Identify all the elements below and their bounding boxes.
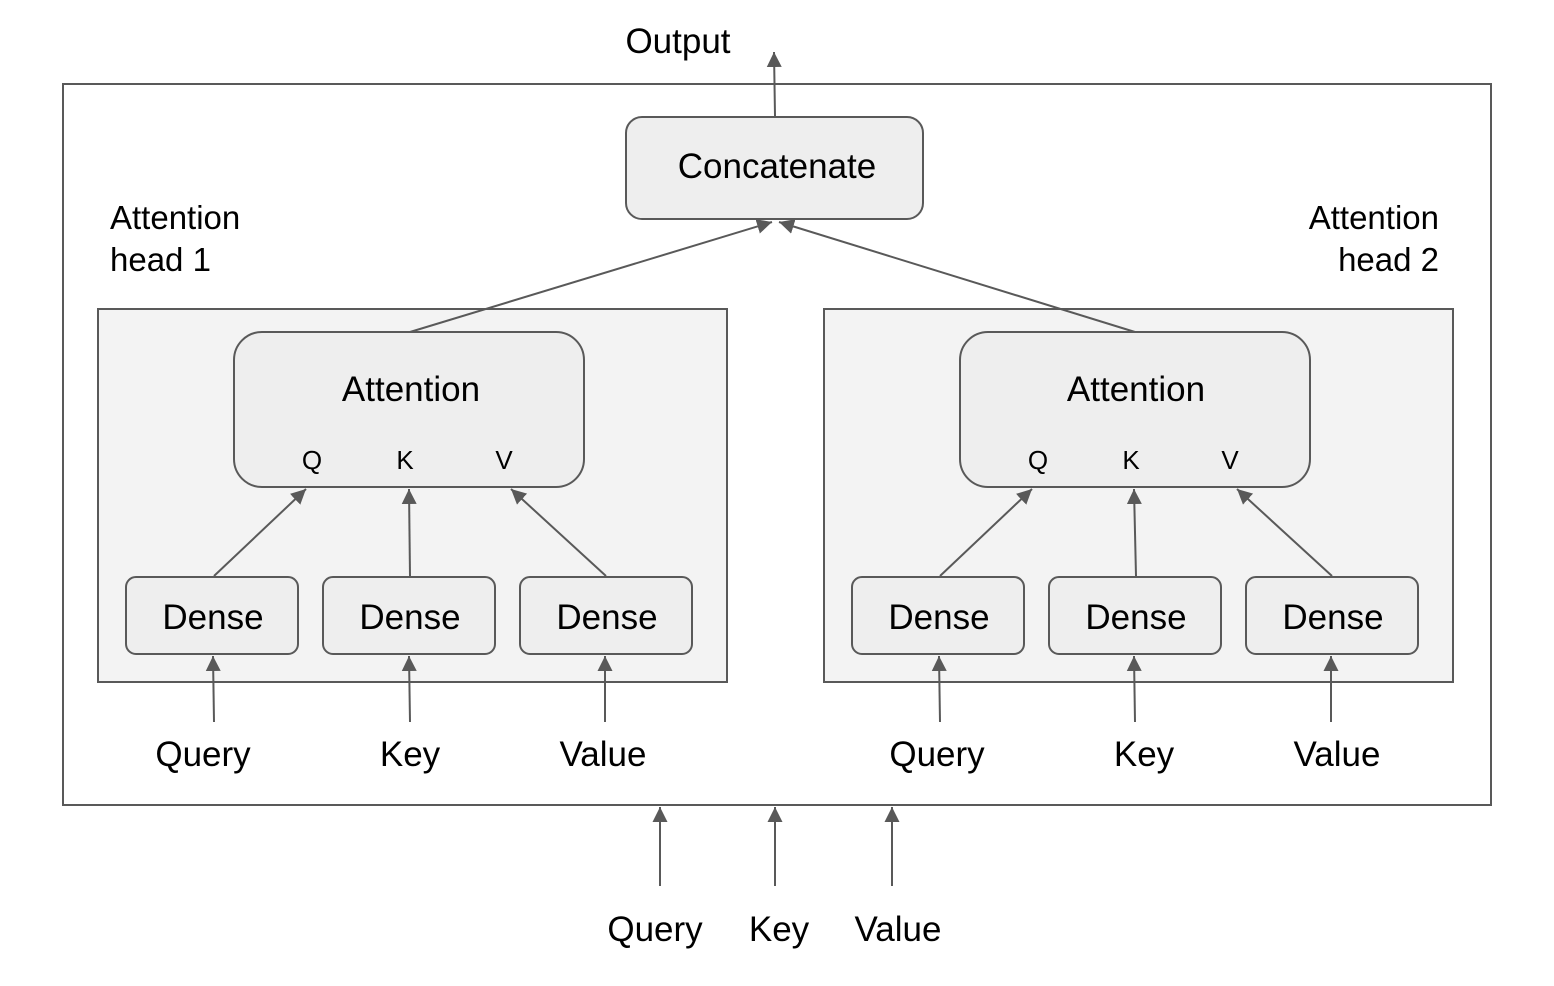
head-2-dense-query-box — [851, 576, 1025, 655]
head-2-attention-label: Attention — [1067, 370, 1205, 409]
head-2-dense-value-box — [1245, 576, 1419, 655]
head-2-attention-box — [959, 331, 1311, 488]
head-2-dense-value-label: Dense — [1282, 598, 1383, 637]
head-1-title-line2: head 1 — [110, 241, 211, 278]
head-1-query-input-label: Query — [155, 735, 251, 774]
head-1-dense-query-box — [125, 576, 299, 655]
head-1-port-q: Q — [302, 445, 322, 475]
head-1-key-input-label: Key — [380, 735, 441, 774]
head-1-key-input-arrow — [401, 655, 417, 723]
head-2-port-q: Q — [1028, 445, 1048, 475]
head-1-dense-query-label: Dense — [162, 598, 263, 637]
head-2-dense-query-label: Dense — [888, 598, 989, 637]
head-1-dense-value-box — [519, 576, 693, 655]
external-value-label: Value — [855, 910, 942, 949]
head-1-port-v: V — [495, 445, 513, 475]
head-2-key-input-label: Key — [1114, 735, 1175, 774]
external-key-label: Key — [749, 910, 810, 949]
head-2-query-dense-to-q-arrow — [939, 488, 1033, 577]
head-1-to-concat-arrow — [409, 219, 773, 333]
head-1-attention-label: Attention — [342, 370, 480, 409]
head-1-port-k: K — [396, 445, 414, 475]
head-1-value-input-label: Value — [560, 735, 647, 774]
head-2-title-line2: head 2 — [1338, 241, 1439, 278]
concatenate-label: Concatenate — [678, 147, 876, 186]
head-1-value-dense-to-v-arrow — [510, 488, 607, 577]
head-2-dense-key-label: Dense — [1085, 598, 1186, 637]
head-2-dense-key-box — [1048, 576, 1222, 655]
head-1-title-line1: Attention — [110, 199, 240, 236]
head-2-value-dense-to-v-arrow — [1236, 488, 1333, 577]
head-2-port-v: V — [1221, 445, 1239, 475]
head-1-key-dense-to-k-arrow — [401, 488, 417, 577]
head-2-port-k: K — [1122, 445, 1140, 475]
head-2-value-input-label: Value — [1294, 735, 1381, 774]
head-1-dense-key-box — [322, 576, 496, 655]
head-2-title-line1: Attention — [1309, 199, 1439, 236]
head-2-to-concat-arrow — [778, 219, 1136, 333]
external-query-label: Query — [607, 910, 703, 949]
head-2-query-input-label: Query — [889, 735, 985, 774]
concatenate-box — [625, 116, 924, 220]
output-label: Output — [625, 22, 730, 61]
head-2-key-input-arrow — [1126, 655, 1142, 723]
head-1-dense-value-label: Dense — [556, 598, 657, 637]
head-2-query-input-arrow — [931, 655, 947, 723]
head-1-query-input-arrow — [205, 655, 221, 723]
output-arrow — [766, 51, 782, 117]
head-2-key-dense-to-k-arrow — [1126, 488, 1142, 577]
head-1-attention-box — [233, 331, 585, 488]
head-1-dense-key-label: Dense — [359, 598, 460, 637]
head-1-query-dense-to-q-arrow — [213, 488, 307, 577]
